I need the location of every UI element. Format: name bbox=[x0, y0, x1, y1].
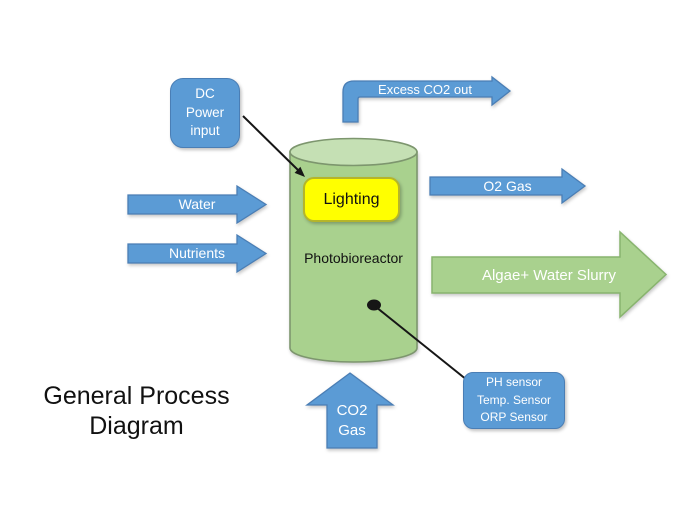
excess-co2-label: Excess CO2 out bbox=[378, 82, 472, 97]
lighting-node: Lighting bbox=[303, 177, 400, 222]
excess-co2-elbow-arrow bbox=[342, 75, 512, 123]
co2-gas-up-arrow bbox=[305, 372, 395, 449]
dc-power-input-node: DC Power input bbox=[170, 78, 240, 148]
water-flow-arrow bbox=[127, 184, 268, 225]
sensor-connector-line bbox=[375, 306, 468, 381]
water-label: Water bbox=[178, 196, 216, 212]
co2-gas-in-label: CO2 Gas bbox=[336, 402, 368, 439]
o2-gas-label: O2 Gas bbox=[483, 178, 532, 194]
o2-gas-flow-arrow bbox=[429, 167, 587, 205]
algae-slurry-label: Algae+ Water Slurry bbox=[481, 267, 617, 284]
dc-power-connector-arrowhead-icon bbox=[294, 166, 305, 177]
photobioreactor-label: Photobioreactor bbox=[304, 250, 403, 266]
nutrients-label: Nutrients bbox=[168, 245, 226, 261]
page-title: General Process Diagram bbox=[43, 382, 230, 440]
algae-slurry-flow-arrow bbox=[431, 230, 668, 319]
dc-power-connector-line bbox=[242, 115, 300, 172]
photobioreactor-cylinder-top bbox=[289, 137, 418, 167]
nutrients-flow-arrow bbox=[127, 233, 268, 274]
sensors-node: PH sensor Temp. Sensor ORP Sensor bbox=[463, 372, 565, 429]
